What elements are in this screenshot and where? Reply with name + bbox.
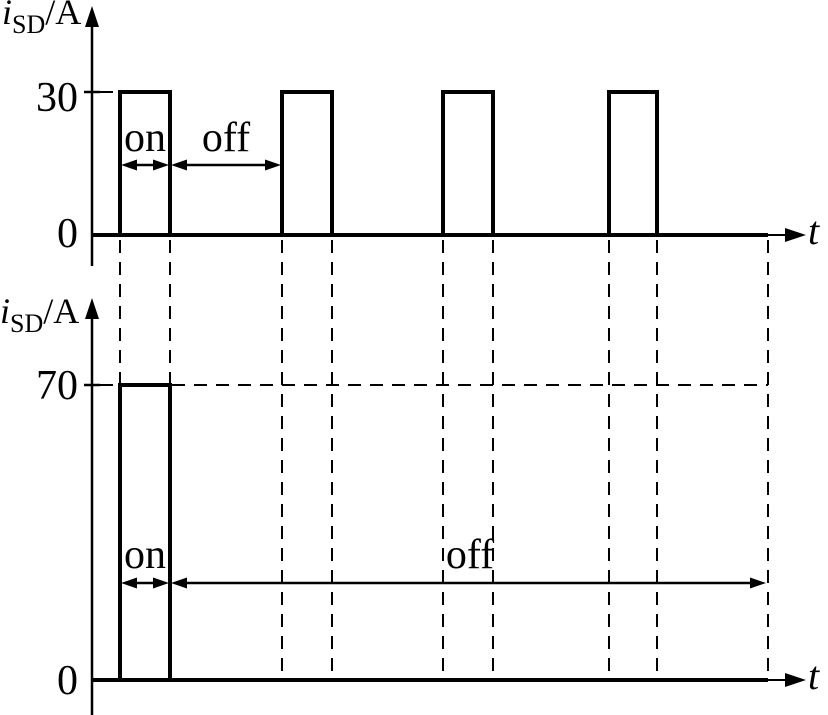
y-tick-label-30: 30 [36,75,78,121]
current-symbol: i [2,0,13,32]
pulse-waveform [280,90,334,235]
current-unit: /A [43,291,80,331]
on-annotation-label-bottom: on [124,532,166,578]
y-tick-label-0-top: 0 [57,211,78,257]
current-subscript: SD [10,309,44,338]
y-axis-arrowhead [85,298,99,319]
off-annotation-label-top: off [201,115,251,161]
on-arrowhead-left [121,577,137,589]
y-tick-label-70: 70 [36,363,78,409]
off-arrowhead-left [171,577,187,589]
pulse-waveform [607,90,659,235]
on-annotation-label-top: on [124,115,166,161]
y-tick-label-0-bottom: 0 [57,658,78,704]
pulse-waveform [118,90,172,235]
on-arrowhead-right [153,159,169,171]
off-arrowhead-right [265,159,281,171]
x-axis-arrowhead [785,228,806,242]
x-axis-arrowhead [785,673,806,687]
pulse-waveform [441,90,495,235]
y-axis-label-top: iSD/A [2,0,81,38]
off-arrowhead-right [750,577,766,589]
off-arrowhead-left [171,159,187,171]
on-arrowhead-left [121,159,137,171]
current-unit: /A [45,0,82,32]
y-axis-arrowhead [85,6,99,27]
current-subscript: SD [12,10,46,39]
time-axis-label-top: t [808,208,820,253]
pulse-waveform [118,383,172,680]
off-annotation-label-bottom: off [445,532,495,578]
on-arrowhead-right [153,577,169,589]
y-axis-label-bottom: iSD/A [0,293,79,337]
time-axis-label-bottom: t [808,653,820,698]
current-symbol: i [0,291,11,331]
